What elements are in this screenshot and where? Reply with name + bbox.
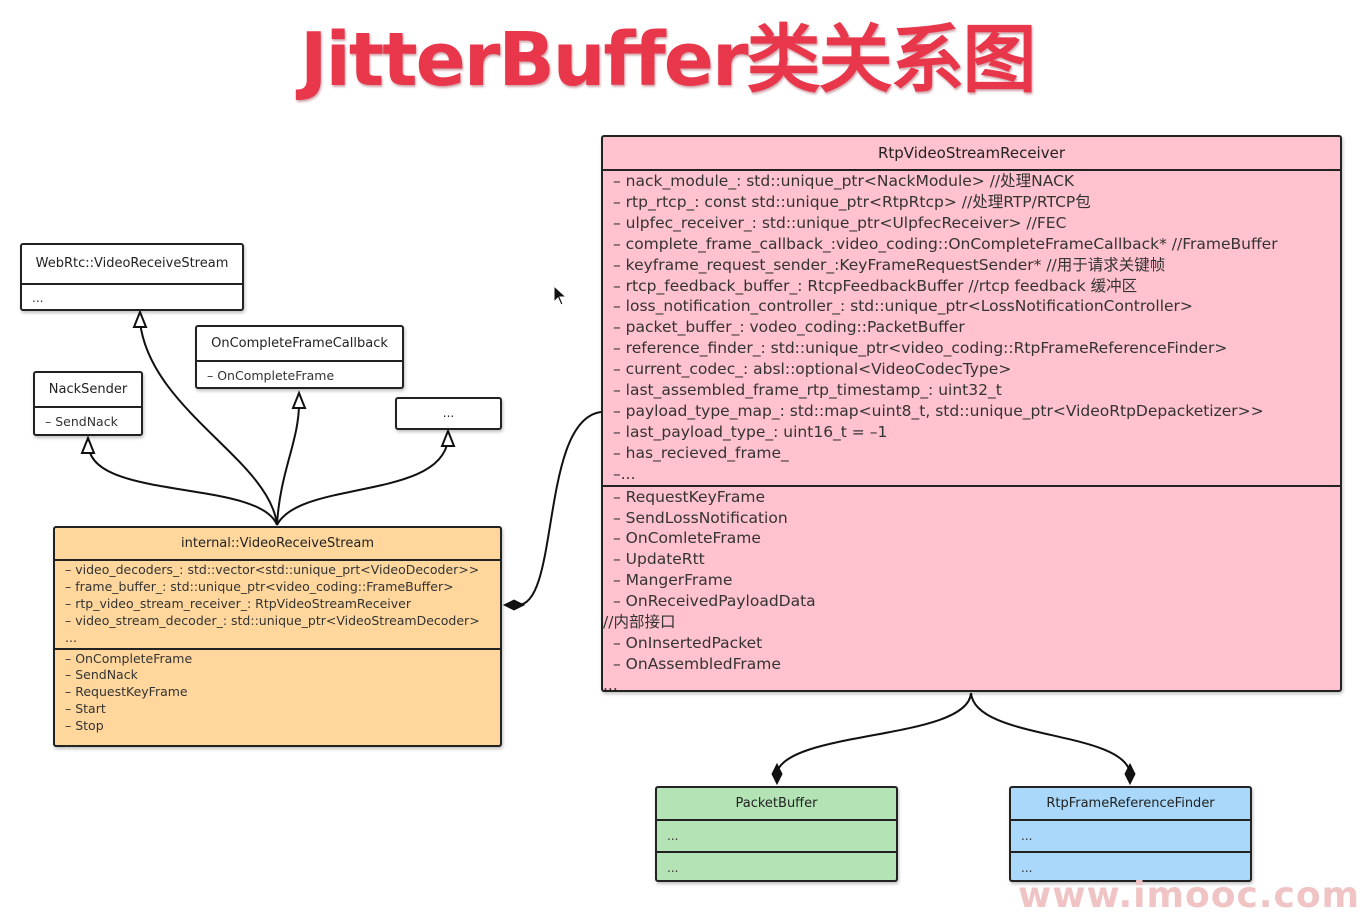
methods-section: – RequestKeyFrame – SendLossNotification… — [603, 484, 1340, 696]
inherit-webrtc-line — [139, 321, 278, 526]
method: – RequestKeyFrame — [65, 684, 188, 700]
method: – OnAssembledFrame — [613, 654, 781, 673]
attribute: – ulpfec_receiver_: std::unique_ptr<Ulpf… — [613, 213, 1067, 232]
attribute: – packet_buffer_: vodeo_coding::PacketBu… — [613, 318, 965, 337]
attribute: –... — [613, 464, 636, 483]
arrowhead-webrtc — [132, 309, 148, 328]
attribute: – rtp_video_stream_receiver_: RtpVideoSt… — [65, 595, 411, 611]
class-internal-video-receive-stream: internal::VideoReceiveStream – video_dec… — [53, 526, 502, 750]
attribute: – current_codec_: absl::optional<VideoCo… — [613, 360, 1012, 379]
class-unnamed-interface: ... — [395, 397, 502, 430]
attribute: – rtp_rtcp_: const std::unique_ptr<RtpRt… — [613, 192, 1091, 211]
attribute: – SendNack — [45, 414, 118, 429]
method: ... — [1021, 861, 1033, 875]
methods-section: – OnCompleteFrame – SendNack – RequestKe… — [55, 647, 500, 752]
attributes-section: ... — [1011, 821, 1250, 851]
attribute: – complete_frame_callback_:video_coding:… — [613, 234, 1278, 253]
attribute: ... — [667, 829, 679, 843]
arrowhead-nack — [80, 435, 96, 454]
class-name: RtpVideoStreamReceiver — [603, 137, 1340, 171]
attribute: – loss_notification_controller_: std::un… — [613, 297, 1193, 316]
method: – MangerFrame — [613, 571, 733, 590]
composition-packet-buffer-line — [776, 692, 972, 773]
methods-section: ... — [657, 851, 896, 883]
method: – RequestKeyFrame — [613, 487, 766, 506]
method: – SendNack — [65, 667, 138, 683]
diamond-packet-buffer — [771, 762, 783, 786]
inherit-nack-line — [88, 447, 278, 526]
method: ... — [65, 735, 77, 751]
class-name: ... — [442, 406, 455, 420]
class-webrtc-video-receive-stream: WebRtc::VideoReceiveStream ... — [20, 243, 244, 311]
method: – OnComleteFrame — [613, 529, 761, 548]
class-name: WebRtc::VideoReceiveStream — [22, 245, 242, 285]
inherit-ocfc-line — [276, 399, 301, 526]
class-name: RtpFrameReferenceFinder — [1011, 788, 1250, 821]
attribute: – payload_type_map_: std::map<uint8_t, s… — [613, 401, 1264, 420]
arrowhead-ocfc — [291, 390, 307, 409]
attributes-section: – video_decoders_: std::vector<std::uniq… — [55, 561, 500, 648]
attribute: – last_payload_type_: uint16_t = –1 — [613, 422, 888, 441]
class-on-complete-frame-callback: OnCompleteFrameCallback – OnCompleteFram… — [195, 325, 404, 389]
method: – OnCompleteFrame — [65, 650, 193, 666]
diamond-rtp — [502, 599, 526, 611]
attribute: – has_recieved_frame_ — [613, 443, 789, 462]
class-name: internal::VideoReceiveStream — [55, 528, 500, 561]
watermark: www.imooc.com — [1018, 875, 1361, 916]
composition-reference-finder-line — [970, 692, 1131, 773]
diagram-title: JitterBuffer类关系图 — [300, 17, 1037, 103]
inherit-anon-line — [276, 439, 449, 526]
class-rtp-video-stream-receiver: RtpVideoStreamReceiver – nack_module_: s… — [601, 135, 1342, 694]
attribute: – last_assembled_frame_rtp_timestamp_: u… — [613, 381, 1002, 400]
class-name: NackSender — [35, 373, 141, 408]
attributes-section: – SendNack — [35, 408, 141, 435]
class-name: PacketBuffer — [657, 788, 896, 821]
attribute: ... — [65, 629, 77, 645]
class-nack-sender: NackSender – SendNack — [33, 371, 143, 436]
method: – SendLossNotification — [613, 508, 788, 527]
method: – OnInsertedPacket — [613, 633, 763, 652]
attribute: ... — [32, 291, 44, 305]
method: – Start — [65, 701, 106, 717]
attribute: – frame_buffer_: std::unique_ptr<video_c… — [65, 578, 454, 594]
mouse-pointer-icon — [553, 285, 568, 306]
composition-rtp-line — [517, 411, 602, 606]
attribute: – keyframe_request_sender_:KeyFrameReque… — [613, 255, 1166, 274]
method: – UpdateRtt — [613, 550, 705, 569]
attributes-section: – OnCompleteFrame — [197, 362, 402, 389]
class-name: OnCompleteFrameCallback — [197, 327, 402, 362]
class-packet-buffer: PacketBuffer ... ... — [655, 786, 898, 882]
attributes-section: – nack_module_: std::unique_ptr<NackModu… — [603, 171, 1340, 485]
attributes-section: ... — [22, 285, 242, 311]
section-comment: //内部接口 — [603, 613, 676, 632]
method: – Stop — [65, 718, 104, 734]
method: ... — [603, 675, 618, 694]
arrowhead-anon — [440, 428, 456, 447]
attribute: – video_stream_decoder_: std::unique_ptr… — [65, 612, 480, 628]
method: ... — [667, 861, 679, 875]
attribute: – OnCompleteFrame — [207, 368, 335, 383]
attribute: – reference_finder_: std::unique_ptr<vid… — [613, 339, 1228, 358]
methods-section: ... — [1011, 851, 1250, 883]
attribute: ... — [1021, 829, 1033, 843]
class-rtp-frame-reference-finder: RtpFrameReferenceFinder ... ... — [1009, 786, 1252, 882]
diamond-reference-finder — [1124, 762, 1136, 786]
attribute: – video_decoders_: std::vector<std::uniq… — [65, 562, 480, 577]
attributes-section: ... — [657, 821, 896, 851]
method: – OnReceivedPayloadData — [613, 592, 816, 611]
attribute: – rtcp_feedback_buffer_: RtcpFeedbackBuf… — [613, 276, 1138, 295]
attribute: – nack_module_: std::unique_ptr<NackModu… — [613, 172, 1075, 190]
